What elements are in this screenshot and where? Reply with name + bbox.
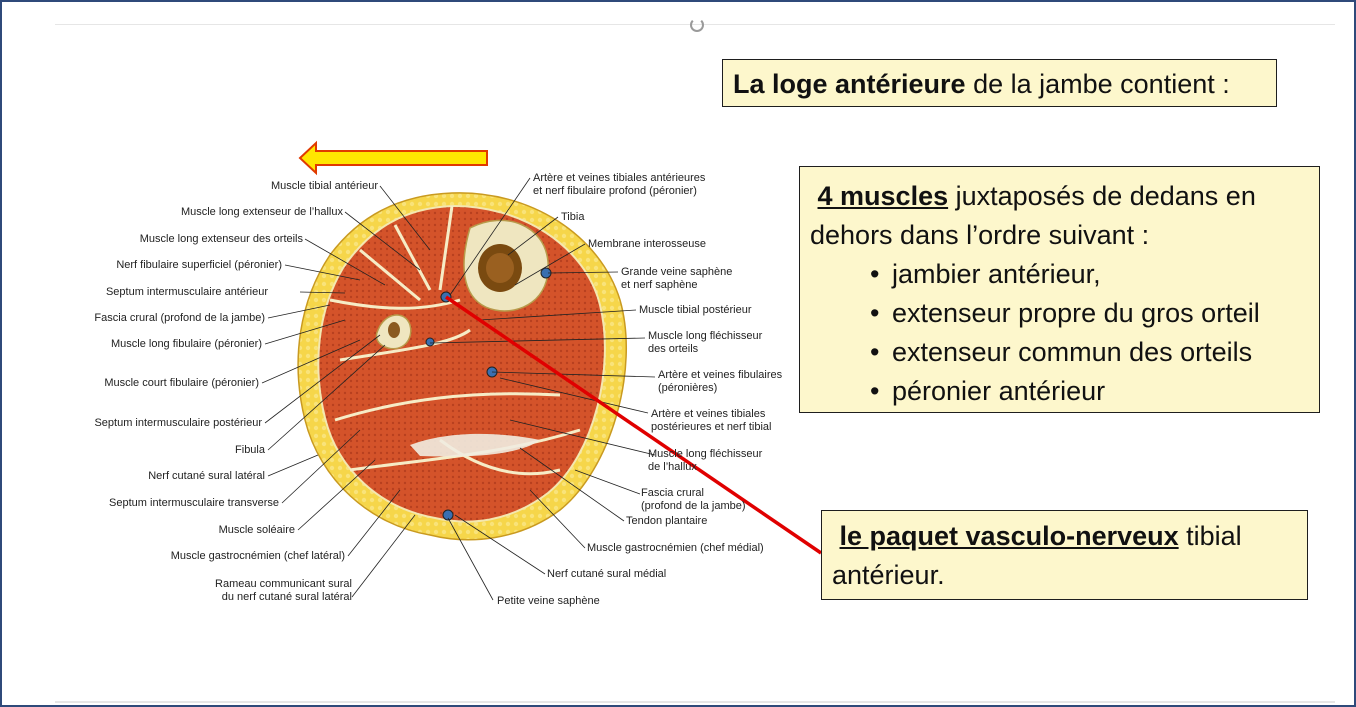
label-long-fibulaire: Muscle long fibulaire (péronier) [110,338,262,350]
label-long-extenseur-orteils: Muscle long extenseur des orteils [139,233,303,245]
loading-indicator-icon [690,18,704,32]
right-leader-lines [429,177,656,601]
direction-arrow-icon [298,140,488,176]
muscles-box: 4 muscles juxtaposés de dedans en dehors… [799,166,1320,413]
label-long-flechisseur-orteils: Muscle long fléchisseur [648,330,763,342]
muscle-mass [317,204,606,523]
label-tibial-posterieur: Muscle tibial postérieur [639,304,752,316]
left-leader-lines [261,185,431,598]
muscle-list: jambier antérieur, extenseur propre du g… [810,255,1309,411]
paquet-box: le paquet vasculo-nerveux tibial antérie… [821,510,1308,600]
label-fascia-crural-right-2: (profond de la jambe) [641,500,746,512]
label-long-extenseur-hallux: Muscle long extenseur de l’hallux [180,206,343,218]
muscle-item: péronier antérieur [870,372,1309,411]
label-petite-veine-saphene: Petite veine saphène [497,595,600,607]
muscles-bold: 4 muscles [817,181,949,211]
label-nerf-tibial: postérieures et nerf tibial [651,421,772,433]
muscles-intro-rest: juxtaposés de dedans en [948,181,1256,211]
muscles-intro: 4 muscles juxtaposés de dedans en [810,177,1309,216]
label-rameau-communicant-2: du nerf cutané sural latéral [221,591,352,603]
label-grande-veine-saphene: Grande veine saphène [621,266,733,278]
label-muscle-tibial-anterieur: Muscle tibial antérieur [271,180,378,192]
label-tibia: Tibia [561,211,585,223]
paquet-line2: antérieur. [832,560,945,590]
plantaris-band [410,433,540,457]
label-artere-tibiale-posterieure: Artère et veines tibiales [651,408,766,420]
label-membrane-interosseuse: Membrane interosseuse [588,238,707,250]
label-artere-tibiale-anterieure: Artère et veines tibiales antérieures [533,172,706,184]
label-long-flechisseur-hallux-2: de l’hallux [648,461,697,473]
label-nerf-cutane-sural-medial: Nerf cutané sural médial [547,568,667,580]
label-gastrocnemien-lateral: Muscle gastrocnémien (chef latéral) [170,550,345,562]
label-long-flechisseur-hallux: Muscle long fléchisseur [648,448,763,460]
muscle-item: jambier antérieur, [870,255,1309,294]
label-fibula: Fibula [235,444,265,456]
label-nerf-fibulaire-profond: et nerf fibulaire profond (péronier) [533,185,697,197]
label-artere-fibulaire: Artère et veines fibulaires [658,369,783,381]
paquet-bold: le paquet vasculo-nerveux [839,521,1179,551]
paquet-line1: le paquet vasculo-nerveux tibial [832,517,1297,556]
label-septum-transverse: Septum intermusculaire transverse [109,497,279,509]
muscles-intro-line2: dehors dans l’ordre suivant : [810,220,1150,250]
label-fascia-crural-right: Fascia crural [641,487,704,499]
label-septum-posterieur: Septum intermusculaire postérieur [94,417,262,429]
label-muscle-soleaire: Muscle soléaire [218,524,295,536]
muscle-item: extenseur commun des orteils [870,333,1309,372]
label-nerf-cutane-sural-lateral: Nerf cutané sural latéral [148,470,265,482]
muscle-item: extenseur propre du gros orteil [870,294,1309,333]
title-box: La loge antérieure de la jambe contient … [722,59,1277,107]
pointer-line [445,295,822,555]
label-long-flechisseur-orteils-2: des orteils [648,343,699,355]
label-nerf-saphene: et nerf saphène [621,279,698,291]
label-septum-anterieur: Septum intermusculaire antérieur [105,286,268,298]
label-tendon-plantaire: Tendon plantaire [626,515,708,527]
vessels [425,267,552,521]
paquet-rest: tibial [1178,521,1242,551]
label-gastrocnemien-medial: Muscle gastrocnémien (chef médial) [587,542,764,554]
title-rest: de la jambe contient : [965,69,1230,99]
label-court-fibulaire: Muscle court fibulaire (péronier) [104,377,259,389]
label-rameau-communicant: Rameau communicant sural [215,578,352,590]
bottom-divider [55,701,1335,703]
title-bold: La loge antérieure [733,69,966,99]
label-artere-fibulaire-2: (péronières) [658,382,718,394]
label-nerf-fibulaire-superficiel: Nerf fibulaire superficiel (péronier) [116,259,282,271]
label-fascia-crural: Fascia crural (profond de la jambe) [94,312,265,324]
